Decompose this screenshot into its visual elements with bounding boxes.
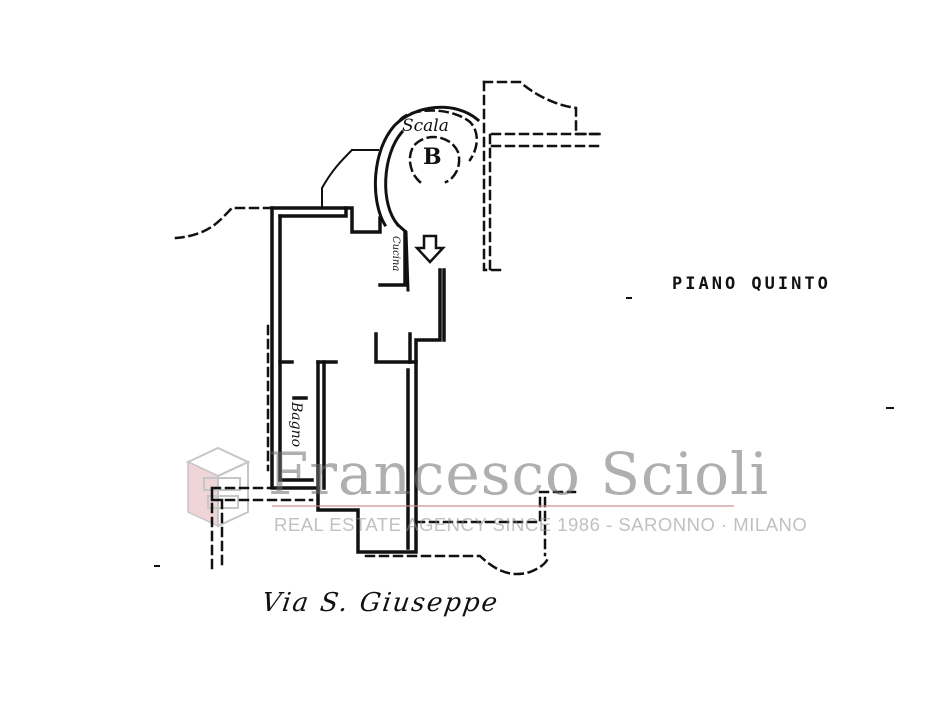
bathroom-label: Bagno bbox=[288, 401, 304, 447]
watermark-name: Francesco Scioli bbox=[268, 440, 770, 508]
external-dashed-outlines bbox=[174, 80, 602, 576]
watermark-divider bbox=[272, 505, 734, 507]
kitchen-label: Cucina bbox=[390, 236, 401, 271]
door-swing bbox=[321, 148, 379, 209]
entrance-arrow-icon bbox=[414, 234, 446, 264]
floor-label: PIANO QUINTO bbox=[672, 274, 831, 294]
stairwell-walls bbox=[373, 105, 481, 292]
stair-label: Scala bbox=[402, 116, 449, 136]
street-label: Via S. Giuseppe bbox=[259, 588, 502, 618]
apartment-walls bbox=[270, 206, 446, 554]
watermark-tagline: REAL ESTATE AGENCY SINCE 1986 - SARONNO … bbox=[274, 514, 808, 535]
stair-letter: B bbox=[423, 144, 442, 170]
fs-cube-logo-icon bbox=[185, 446, 251, 528]
